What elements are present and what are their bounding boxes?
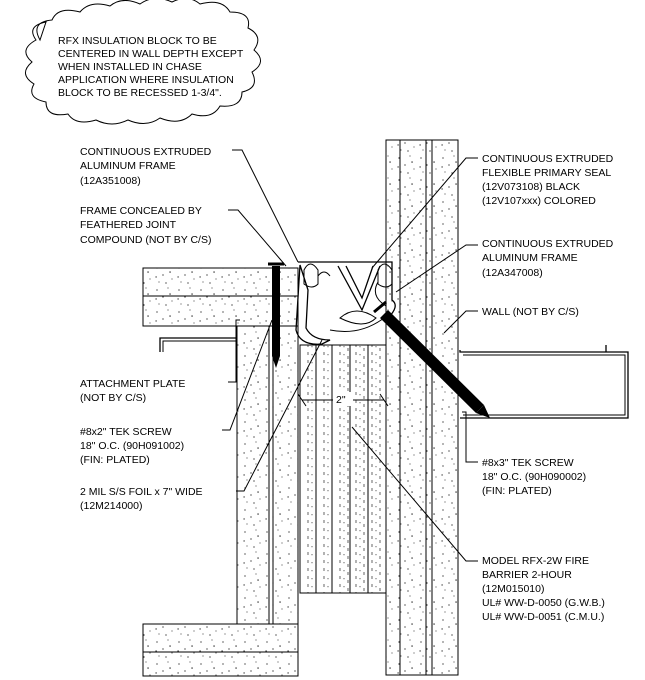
callout-seal-1: CONTINUOUS EXTRUDED [482, 153, 614, 165]
callout-foil-2: (12M214000) [80, 500, 142, 512]
leaders-right [351, 157, 478, 562]
callout-barrier-4: UL# WW-D-0050 (G.W.B.) [482, 597, 605, 609]
callout-frame-right-3: (12A347008) [482, 267, 543, 279]
note-line-2: CENTERED IN WALL DEPTH EXCEPT [58, 48, 244, 60]
callout-concealed-2: FEATHERED JOINT [80, 219, 177, 231]
note-line-1: RFX INSULATION BLOCK TO BE [58, 35, 217, 47]
callout-foil-1: 2 MIL S/S FOIL x 7" WIDE [80, 486, 203, 498]
callout-barrier-3: (12M015010) [482, 583, 544, 595]
callout-tek-right-1: #8x3" TEK SCREW [482, 457, 574, 469]
callout-attachment-1: ATTACHMENT PLATE [80, 378, 185, 390]
callout-barrier-5: UL# WW-D-0051 (C.M.U.) [482, 611, 604, 623]
left-stud [159, 337, 237, 352]
callout-frame-right-1: CONTINUOUS EXTRUDED [482, 238, 614, 250]
callout-barrier-1: MODEL RFX-2W FIRE [482, 555, 589, 567]
callout-frame-right-2: ALUMINUM FRAME [482, 252, 578, 264]
callout-frame-left-1: CONTINUOUS EXTRUDED [80, 146, 212, 158]
dimension-2in [297, 392, 389, 407]
note-cloud [25, 0, 261, 125]
flexible-seal [303, 263, 393, 312]
callout-tek-left-2: 18" O.C. (90H091002) [80, 440, 184, 452]
right-wall [385, 139, 459, 676]
note-line-3: WHEN INSTALLED IN CHASE [58, 61, 202, 73]
callout-concealed-3: COMPOUND (NOT BY C/S) [80, 234, 211, 246]
left-wall-vertical [236, 325, 299, 625]
fire-barrier-block [299, 344, 387, 594]
left-wall-bottom [142, 623, 299, 677]
right-stud [459, 345, 629, 419]
callout-barrier-2: BARRIER 2-HOUR [482, 569, 572, 581]
callout-frame-left-2: ALUMINUM FRAME [80, 160, 176, 172]
callout-seal-4: (12V107xxx) COLORED [482, 195, 596, 207]
callout-tek-right-2: 18" O.C. (90H090002) [482, 471, 586, 483]
callout-tek-left-1: #8x2" TEK SCREW [80, 426, 172, 438]
tek-screw-left [268, 262, 284, 368]
note-line-5: BLOCK TO BE RECESSED 1-3/4". [58, 87, 222, 99]
callout-seal-3: (12V073108) BLACK [482, 181, 580, 193]
callout-concealed-1: FRAME CONCEALED BY [80, 205, 202, 217]
callout-seal-2: FLEXIBLE PRIMARY SEAL [482, 167, 611, 179]
frame-profile [295, 261, 396, 345]
callout-tek-right-3: (FIN: PLATED) [482, 485, 552, 497]
leaders-left [222, 149, 323, 492]
dimension-label: 2" [336, 394, 346, 406]
note-line-4: APPLICATION WHERE INSULATION [58, 74, 234, 86]
callout-tek-left-3: (FIN: PLATED) [80, 454, 150, 466]
callout-frame-left-3: (12A351008) [80, 175, 141, 187]
tek-screw-right [373, 300, 490, 418]
callout-wall: WALL (NOT BY C/S) [482, 306, 579, 318]
callout-attachment-2: (NOT BY C/S) [80, 392, 146, 404]
